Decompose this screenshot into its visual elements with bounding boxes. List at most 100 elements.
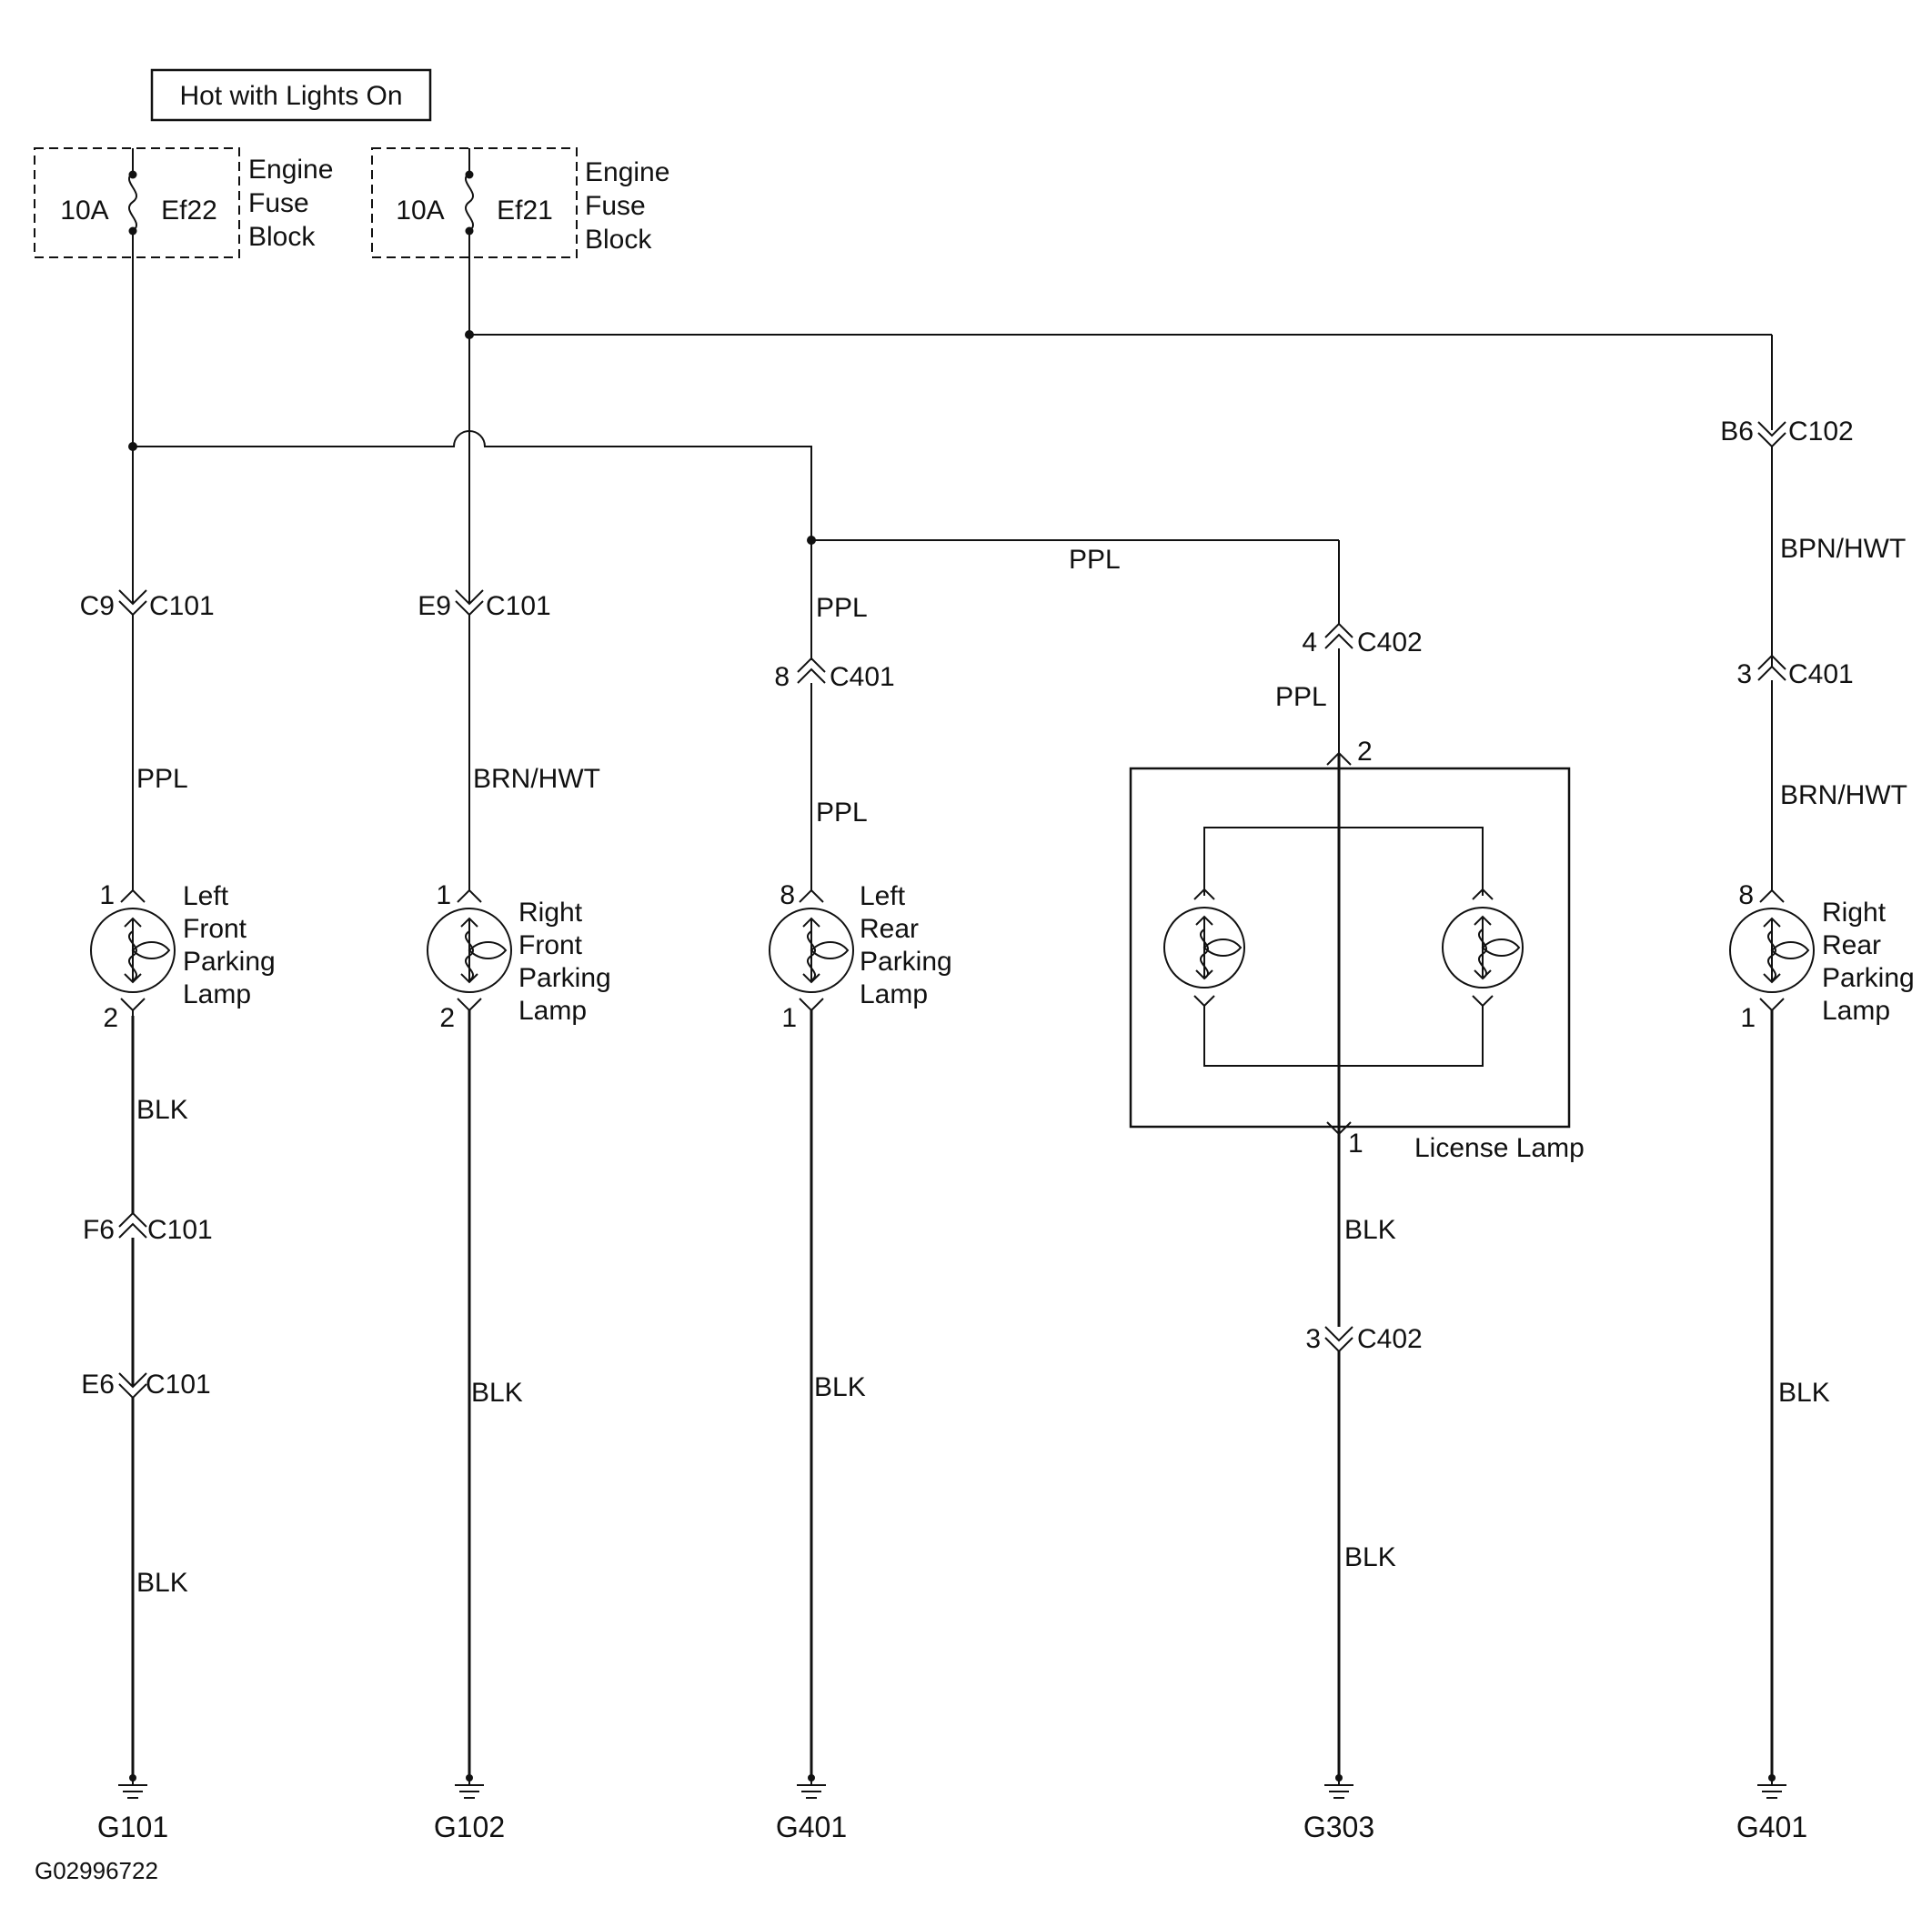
connector-b6-c102: B6 C102 bbox=[1720, 417, 1854, 667]
connector-4-c402: 4 C402 bbox=[1302, 622, 1423, 753]
wire-color-label: BLK bbox=[1778, 1378, 1830, 1408]
wire-color-label: PPL bbox=[816, 798, 868, 828]
wire-color-label: BRN/HWT bbox=[1780, 780, 1907, 810]
bulb-icon bbox=[1442, 907, 1524, 989]
lamp-label: Parking bbox=[183, 947, 276, 977]
lamp-label: Parking bbox=[518, 963, 611, 993]
wire-labels: PPL BRN/HWT PPL PPL PPL PPL BPN/HWT BRN/… bbox=[136, 534, 1907, 1598]
power-source-box bbox=[150, 68, 432, 122]
wire-color-label: PPL bbox=[1069, 545, 1121, 575]
pin-label: 1 bbox=[1348, 1129, 1363, 1159]
figure-id: G02996722 bbox=[35, 1857, 158, 1884]
fuse-id: Ef22 bbox=[161, 196, 217, 226]
ground-g401-right: G401 bbox=[1736, 1774, 1807, 1843]
fuse-ef22: 10A Ef22 Engine Fuse Block bbox=[34, 147, 333, 258]
wire-color-label: PPL bbox=[136, 764, 188, 794]
left-front-parking-lamp: 1 2 Left Front Parking Lamp bbox=[90, 861, 276, 1033]
ground-label: G102 bbox=[434, 1811, 505, 1843]
fuse-block-outline bbox=[34, 147, 240, 258]
bulb-icon bbox=[427, 908, 512, 993]
connector-name: C102 bbox=[1788, 417, 1854, 447]
ground-icon bbox=[1324, 1784, 1353, 1799]
connector-pin: 3 bbox=[1305, 1324, 1321, 1354]
pin-label: 1 bbox=[99, 880, 115, 910]
lamp-label: Rear bbox=[860, 914, 919, 944]
lamp-label: Right bbox=[1822, 898, 1887, 928]
fuse-rating: 10A bbox=[396, 196, 444, 226]
lamp-label: Lamp bbox=[860, 979, 928, 1009]
connector-c9-c101: C9 C101 bbox=[80, 447, 215, 861]
ground-label: G401 bbox=[1736, 1811, 1807, 1843]
splice-dot bbox=[465, 330, 474, 339]
fuse-rating: 10A bbox=[60, 196, 108, 226]
bulb-icon bbox=[1729, 908, 1815, 993]
pin-label: 1 bbox=[436, 880, 451, 910]
wire-color-label: BLK bbox=[814, 1372, 866, 1402]
wire-color-label: BLK bbox=[136, 1095, 188, 1125]
connector-name: C402 bbox=[1357, 1324, 1423, 1354]
wire-color-label: BLK bbox=[471, 1378, 523, 1408]
fuse-block-label: Fuse bbox=[585, 191, 646, 221]
fuse-block-label: Engine bbox=[248, 155, 333, 185]
connector-pin: E9 bbox=[418, 591, 451, 621]
lamp-label: Front bbox=[183, 914, 247, 944]
license-lamp: 2 1 License Lamp bbox=[1129, 737, 1585, 1327]
bulb-icon bbox=[90, 908, 176, 993]
connector-pin: B6 bbox=[1720, 417, 1754, 447]
lamp-label: Left bbox=[860, 881, 906, 911]
wire-color-label: BRN/HWT bbox=[473, 764, 600, 794]
ground-label: G303 bbox=[1303, 1811, 1374, 1843]
connector-pin: E6 bbox=[81, 1370, 115, 1400]
lamp-label: License Lamp bbox=[1414, 1133, 1585, 1163]
connector-e6-c101: E6 C101 bbox=[81, 1370, 211, 1778]
connector-f6-c101: F6 C101 bbox=[83, 1016, 213, 1387]
ground-g101: G101 bbox=[97, 1774, 168, 1843]
right-rear-parking-lamp: 8 1 Right Rear Parking Lamp bbox=[1729, 880, 1915, 1778]
fuse-block-label: Block bbox=[248, 222, 316, 252]
wire-color-label: BLK bbox=[1344, 1542, 1396, 1572]
left-rear-parking-lamp: 8 1 Left Rear Parking Lamp bbox=[769, 880, 952, 1778]
connector-pin: 8 bbox=[774, 662, 790, 692]
fuse-symbol bbox=[127, 172, 138, 232]
lamp-label: Front bbox=[518, 930, 583, 960]
pin-label: 2 bbox=[439, 1003, 455, 1033]
connector-3-c402: 3 C402 bbox=[1305, 1324, 1423, 1778]
fuse-block-label: Fuse bbox=[248, 188, 309, 218]
ground-g401-left: G401 bbox=[776, 1774, 847, 1843]
pin-label: 2 bbox=[103, 1003, 118, 1033]
bulb-icon bbox=[1163, 907, 1245, 989]
bulb-icon bbox=[769, 908, 854, 993]
connector-name: C401 bbox=[1788, 659, 1854, 689]
wire-color-label: PPL bbox=[816, 593, 868, 623]
lamp-label: Parking bbox=[1822, 963, 1915, 993]
license-lamp-housing bbox=[1129, 767, 1571, 1129]
pin-label: 2 bbox=[1357, 737, 1373, 767]
wire-color-label: PPL bbox=[1275, 682, 1327, 712]
lamp-label: Lamp bbox=[1822, 996, 1890, 1026]
ground-g303: G303 bbox=[1303, 1774, 1374, 1843]
ground-icon bbox=[455, 1784, 484, 1799]
connector-name: C101 bbox=[146, 1370, 211, 1400]
connector-pin: C9 bbox=[80, 591, 115, 621]
ground-icon bbox=[118, 1784, 147, 1799]
connector-name: C101 bbox=[147, 1215, 213, 1245]
fuse-block-outline bbox=[371, 147, 578, 258]
splice-dot bbox=[807, 536, 816, 545]
power-source-label: Hot with Lights On bbox=[179, 81, 402, 111]
ground-icon bbox=[1757, 1784, 1786, 1799]
wire-color-label: BLK bbox=[1344, 1215, 1396, 1245]
connector-pin: 4 bbox=[1302, 627, 1317, 657]
fuse-block-label: Block bbox=[585, 225, 652, 255]
connector-8-c401: 8 C401 bbox=[774, 657, 895, 891]
crossover-wire bbox=[133, 430, 812, 660]
connector-name: C101 bbox=[486, 591, 551, 621]
feed-wires bbox=[128, 148, 1773, 660]
connector-e9-c101: E9 C101 bbox=[418, 433, 551, 861]
connector-name: C101 bbox=[149, 591, 215, 621]
connector-pin: 3 bbox=[1736, 659, 1752, 689]
pin-label: 8 bbox=[780, 880, 795, 910]
ground-label: G401 bbox=[776, 1811, 847, 1843]
connector-3-c401: 3 C401 bbox=[1736, 654, 1854, 891]
wire-color-label: BPN/HWT bbox=[1780, 534, 1906, 564]
